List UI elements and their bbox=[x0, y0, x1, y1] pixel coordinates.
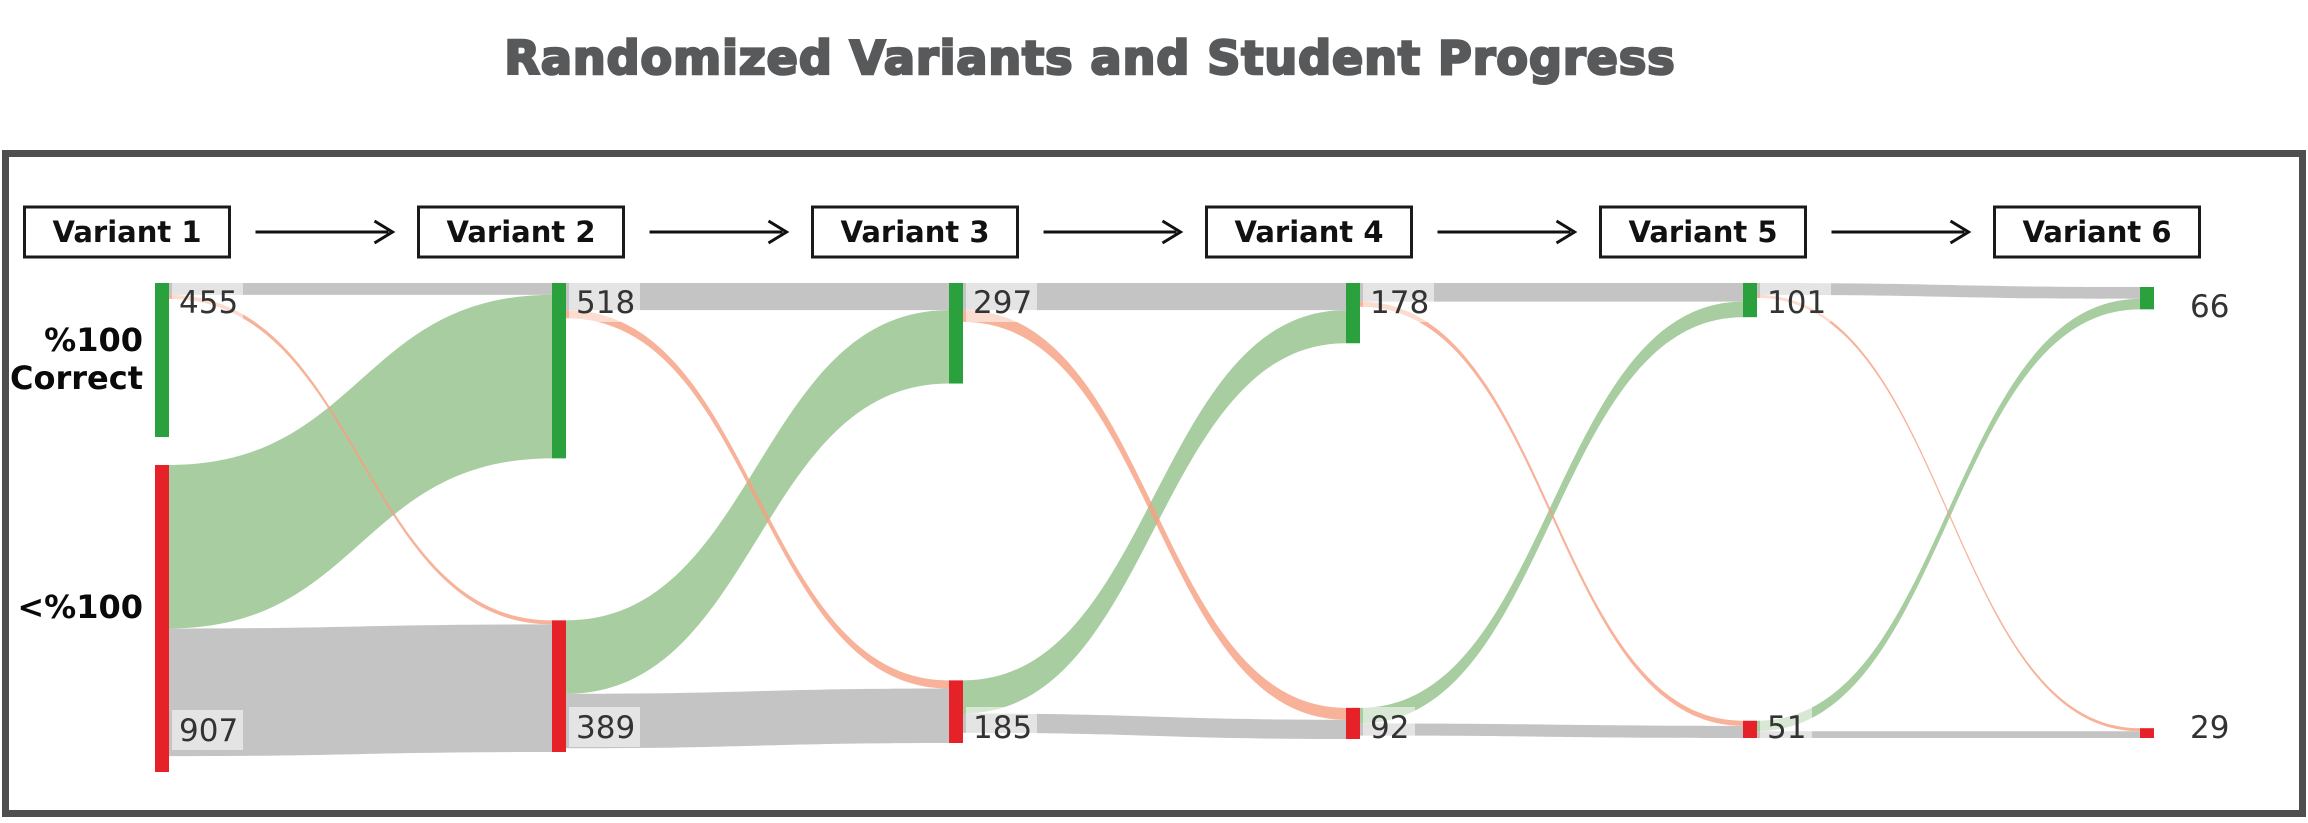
flow-stayed-flow-1-to-2 bbox=[169, 283, 552, 295]
flow-dropped-flow-4-to-5 bbox=[1360, 301, 1743, 726]
node-variant5-correct bbox=[1743, 283, 1757, 318]
value-label-variant4-below: 92 bbox=[1370, 710, 1409, 746]
arrow-right-icon bbox=[1043, 219, 1184, 245]
value-label-variant2-correct: 518 bbox=[576, 285, 635, 321]
flow-dropped-flow-3-to-4 bbox=[963, 310, 1346, 720]
flow-dropped-flow-5-to-6 bbox=[1757, 294, 2140, 732]
node-variant3-below bbox=[949, 680, 963, 743]
node-variant6-below bbox=[2140, 728, 2154, 738]
value-label-variant3-below: 185 bbox=[973, 710, 1032, 746]
stage-box-variant-5 bbox=[1599, 205, 1807, 259]
chart-title: Randomized Variants and Student Progress bbox=[504, 31, 1675, 85]
flow-stayed-flow-4-to-5 bbox=[1360, 283, 1743, 302]
flow-dropped-flow-2-to-3 bbox=[566, 310, 949, 689]
node-variant2-below bbox=[552, 620, 566, 752]
node-variant4-below bbox=[1346, 707, 1360, 739]
stage-box-variant-6 bbox=[1993, 205, 2201, 259]
flow-stayed-flow-5-to-6 bbox=[1757, 731, 2140, 738]
value-label-variant2-below: 389 bbox=[576, 710, 635, 746]
sankey-nodes bbox=[155, 283, 2154, 772]
stage-box-variant-2 bbox=[417, 205, 625, 259]
stage-label-variant-6: Variant 6 bbox=[2022, 215, 2171, 249]
stage-box-variant-1 bbox=[23, 205, 231, 259]
stage-box-variant-4 bbox=[1205, 205, 1413, 259]
flow-stayed-flow-1-to-2 bbox=[169, 624, 552, 757]
arrow-right-icon bbox=[649, 219, 790, 245]
flow-stayed-flow-2-to-3 bbox=[566, 688, 949, 749]
row-label-100-correct-line2: Correct bbox=[10, 359, 143, 397]
stage-label-variant-5: Variant 5 bbox=[1628, 215, 1777, 249]
node-variant6-correct bbox=[2140, 287, 2154, 310]
flow-stayed-flow-4-to-5 bbox=[1360, 723, 1743, 738]
value-label-variant5-below: 51 bbox=[1767, 710, 1806, 746]
value-label-variant4-correct: 178 bbox=[1370, 285, 1429, 321]
stage-label-variant-3: Variant 3 bbox=[840, 215, 989, 249]
flow-stayed-flow-3-to-4 bbox=[963, 283, 1346, 311]
stage-label-variant-1: Variant 1 bbox=[52, 215, 201, 249]
stage-box-variant-3 bbox=[811, 205, 1019, 259]
flow-stayed-flow-2-to-3 bbox=[566, 283, 949, 311]
node-variant1-below bbox=[155, 464, 169, 772]
variant-boxes: Variant 1 Variant 2 Variant 3 Variant 4 Vari… bbox=[23, 205, 2201, 259]
node-variant5-below bbox=[1743, 720, 1757, 738]
arrow-right-icon bbox=[1437, 219, 1578, 245]
flow-stayed-flow-3-to-4 bbox=[963, 713, 1346, 739]
value-label-variant3-correct: 297 bbox=[973, 285, 1032, 321]
node-variant3-correct bbox=[949, 283, 963, 384]
flow-improved-flow-5-to-6 bbox=[1757, 298, 2140, 732]
value-label-variant6-below: 29 bbox=[2190, 710, 2229, 746]
value-label-variant6-correct: 66 bbox=[2190, 289, 2229, 325]
value-labels: 455 907 518 389 297 185 178 92 101 51 66 29 bbox=[172, 282, 2229, 750]
sankey-links bbox=[169, 283, 2140, 757]
flow-stayed-flow-5-to-6 bbox=[1757, 283, 2140, 299]
row-label-below-100: <%100 bbox=[17, 588, 143, 626]
flow-improved-flow-1-to-2 bbox=[169, 294, 552, 629]
stage-label-variant-2: Variant 2 bbox=[446, 215, 595, 249]
arrow-right-icon bbox=[255, 219, 396, 245]
value-label-variant1-below: 907 bbox=[179, 713, 238, 749]
arrow-right-icon bbox=[1831, 219, 1972, 245]
flow-dropped-flow-1-to-2 bbox=[169, 294, 552, 625]
node-variant1-correct bbox=[155, 283, 169, 438]
stage-label-variant-4: Variant 4 bbox=[1234, 215, 1383, 249]
value-label-variant1-correct: 455 bbox=[179, 285, 238, 321]
value-label-variant5-correct: 101 bbox=[1767, 285, 1826, 321]
node-variant2-correct bbox=[552, 283, 566, 459]
chart-frame bbox=[2, 150, 2306, 817]
row-label-100-correct: %100 bbox=[44, 321, 143, 359]
node-variant4-correct bbox=[1346, 283, 1360, 344]
